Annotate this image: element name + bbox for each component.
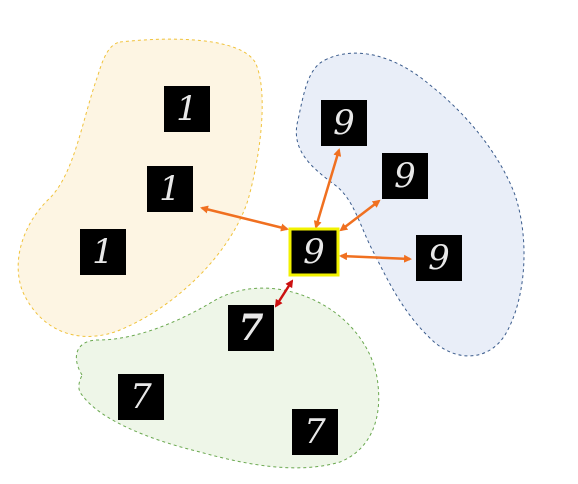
cluster-sevens-digit-3: 7 bbox=[292, 409, 338, 455]
cluster-ones-digit-3: 1 bbox=[80, 229, 126, 275]
arrow-to-cluster-sevens-digit-1 bbox=[274, 279, 294, 308]
cluster-nines-digit-0: 9 bbox=[321, 100, 367, 146]
arrow-to-cluster-nines-digit-1 bbox=[313, 148, 342, 229]
cluster-ones-digit-1: 1 bbox=[164, 86, 210, 132]
query-digit: 9 bbox=[288, 227, 340, 277]
digit-label: 7 bbox=[304, 412, 326, 452]
cluster-sevens-digit-1: 7 bbox=[228, 305, 274, 351]
arrow-layer bbox=[200, 148, 412, 308]
digit-label: 1 bbox=[176, 89, 198, 129]
digit-label: 9 bbox=[394, 156, 416, 196]
cluster-nines-digit-2: 9 bbox=[416, 235, 462, 281]
digit-label: 1 bbox=[92, 232, 114, 272]
tile-layer: 1 1 1 9 9 9 7 7 bbox=[80, 86, 462, 455]
cluster-ones-digit-2: 1 bbox=[147, 166, 193, 212]
digit-label: 7 bbox=[130, 377, 152, 417]
digit-label: 9 bbox=[333, 103, 355, 143]
digit-label: 9 bbox=[428, 238, 450, 278]
cluster-sevens-digit-2: 7 bbox=[118, 374, 164, 420]
arrow-to-cluster-nines-digit-3 bbox=[339, 252, 412, 263]
arrow-to-cluster-nines-digit-2 bbox=[339, 199, 381, 232]
digit-label: 7 bbox=[238, 307, 263, 349]
cluster-ones-region bbox=[17, 38, 263, 337]
digit-label: 1 bbox=[159, 169, 181, 209]
cluster-nines-digit-1: 9 bbox=[382, 153, 428, 199]
arrow-to-cluster-ones-digit-2 bbox=[200, 205, 289, 232]
query-digit-label: 9 bbox=[303, 232, 325, 272]
